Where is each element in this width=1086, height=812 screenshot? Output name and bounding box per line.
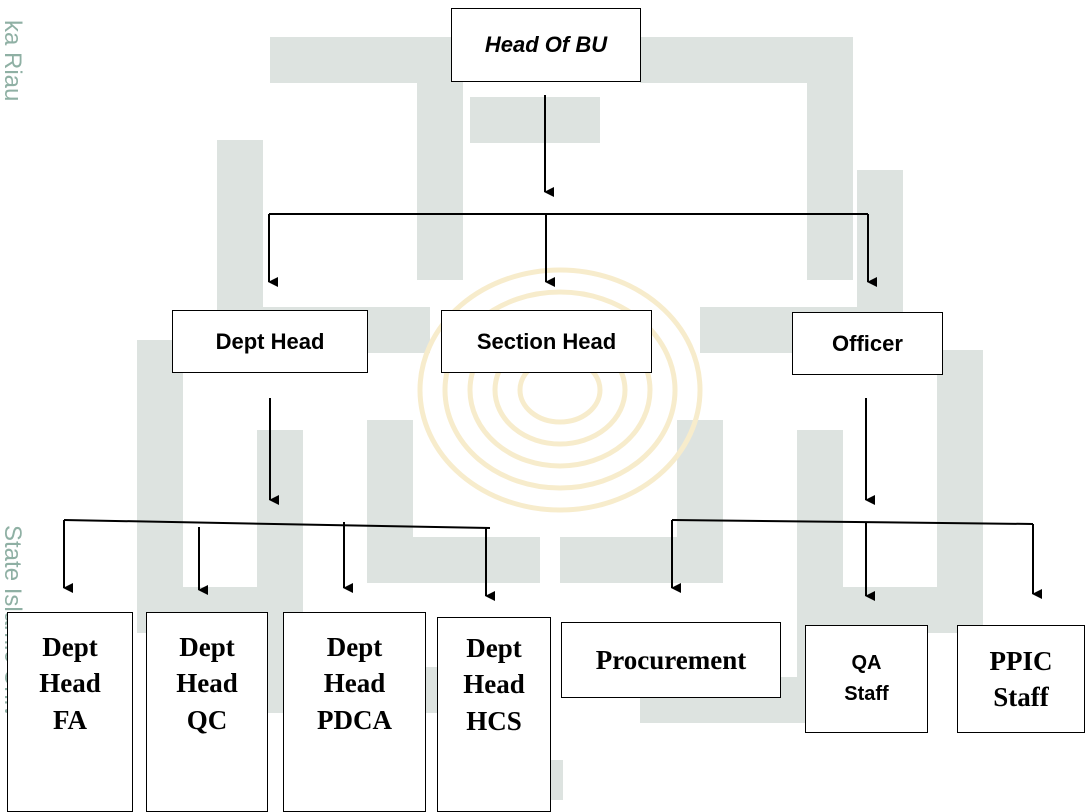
node-dept-head: Dept Head bbox=[172, 310, 368, 373]
node-line1: PPIC bbox=[989, 645, 1053, 676]
node-line3: HCS bbox=[466, 705, 522, 736]
node-line2: Head bbox=[39, 668, 101, 699]
node-section-head: Section Head bbox=[441, 310, 652, 373]
node-line1: Dept bbox=[179, 632, 235, 662]
node-line2: Head bbox=[323, 668, 386, 699]
node-ppic-staff: PPIC Staff bbox=[957, 625, 1085, 733]
node-line1: Dept bbox=[42, 632, 98, 662]
node-procurement: Procurement bbox=[561, 622, 781, 698]
node-line3: FA bbox=[52, 704, 87, 735]
node-line2: Staff bbox=[993, 682, 1049, 712]
node-line3: PDCA bbox=[317, 704, 392, 735]
node-head-of-bu: Head Of BU bbox=[451, 8, 641, 82]
node-qa-staff: QA Staff bbox=[805, 625, 928, 733]
node-line1: Dept bbox=[466, 633, 522, 663]
node-line2: Head bbox=[176, 668, 238, 699]
node-line3: QC bbox=[186, 704, 228, 735]
node-line2: Head bbox=[463, 669, 525, 700]
node-line1: Dept bbox=[326, 632, 383, 662]
node-line1: Procurement bbox=[595, 644, 747, 675]
side-text-top: ka Riau bbox=[0, 20, 26, 102]
node-line1: QA bbox=[851, 652, 882, 674]
node-officer: Officer bbox=[792, 312, 943, 375]
node-line2: Staff bbox=[844, 683, 889, 705]
